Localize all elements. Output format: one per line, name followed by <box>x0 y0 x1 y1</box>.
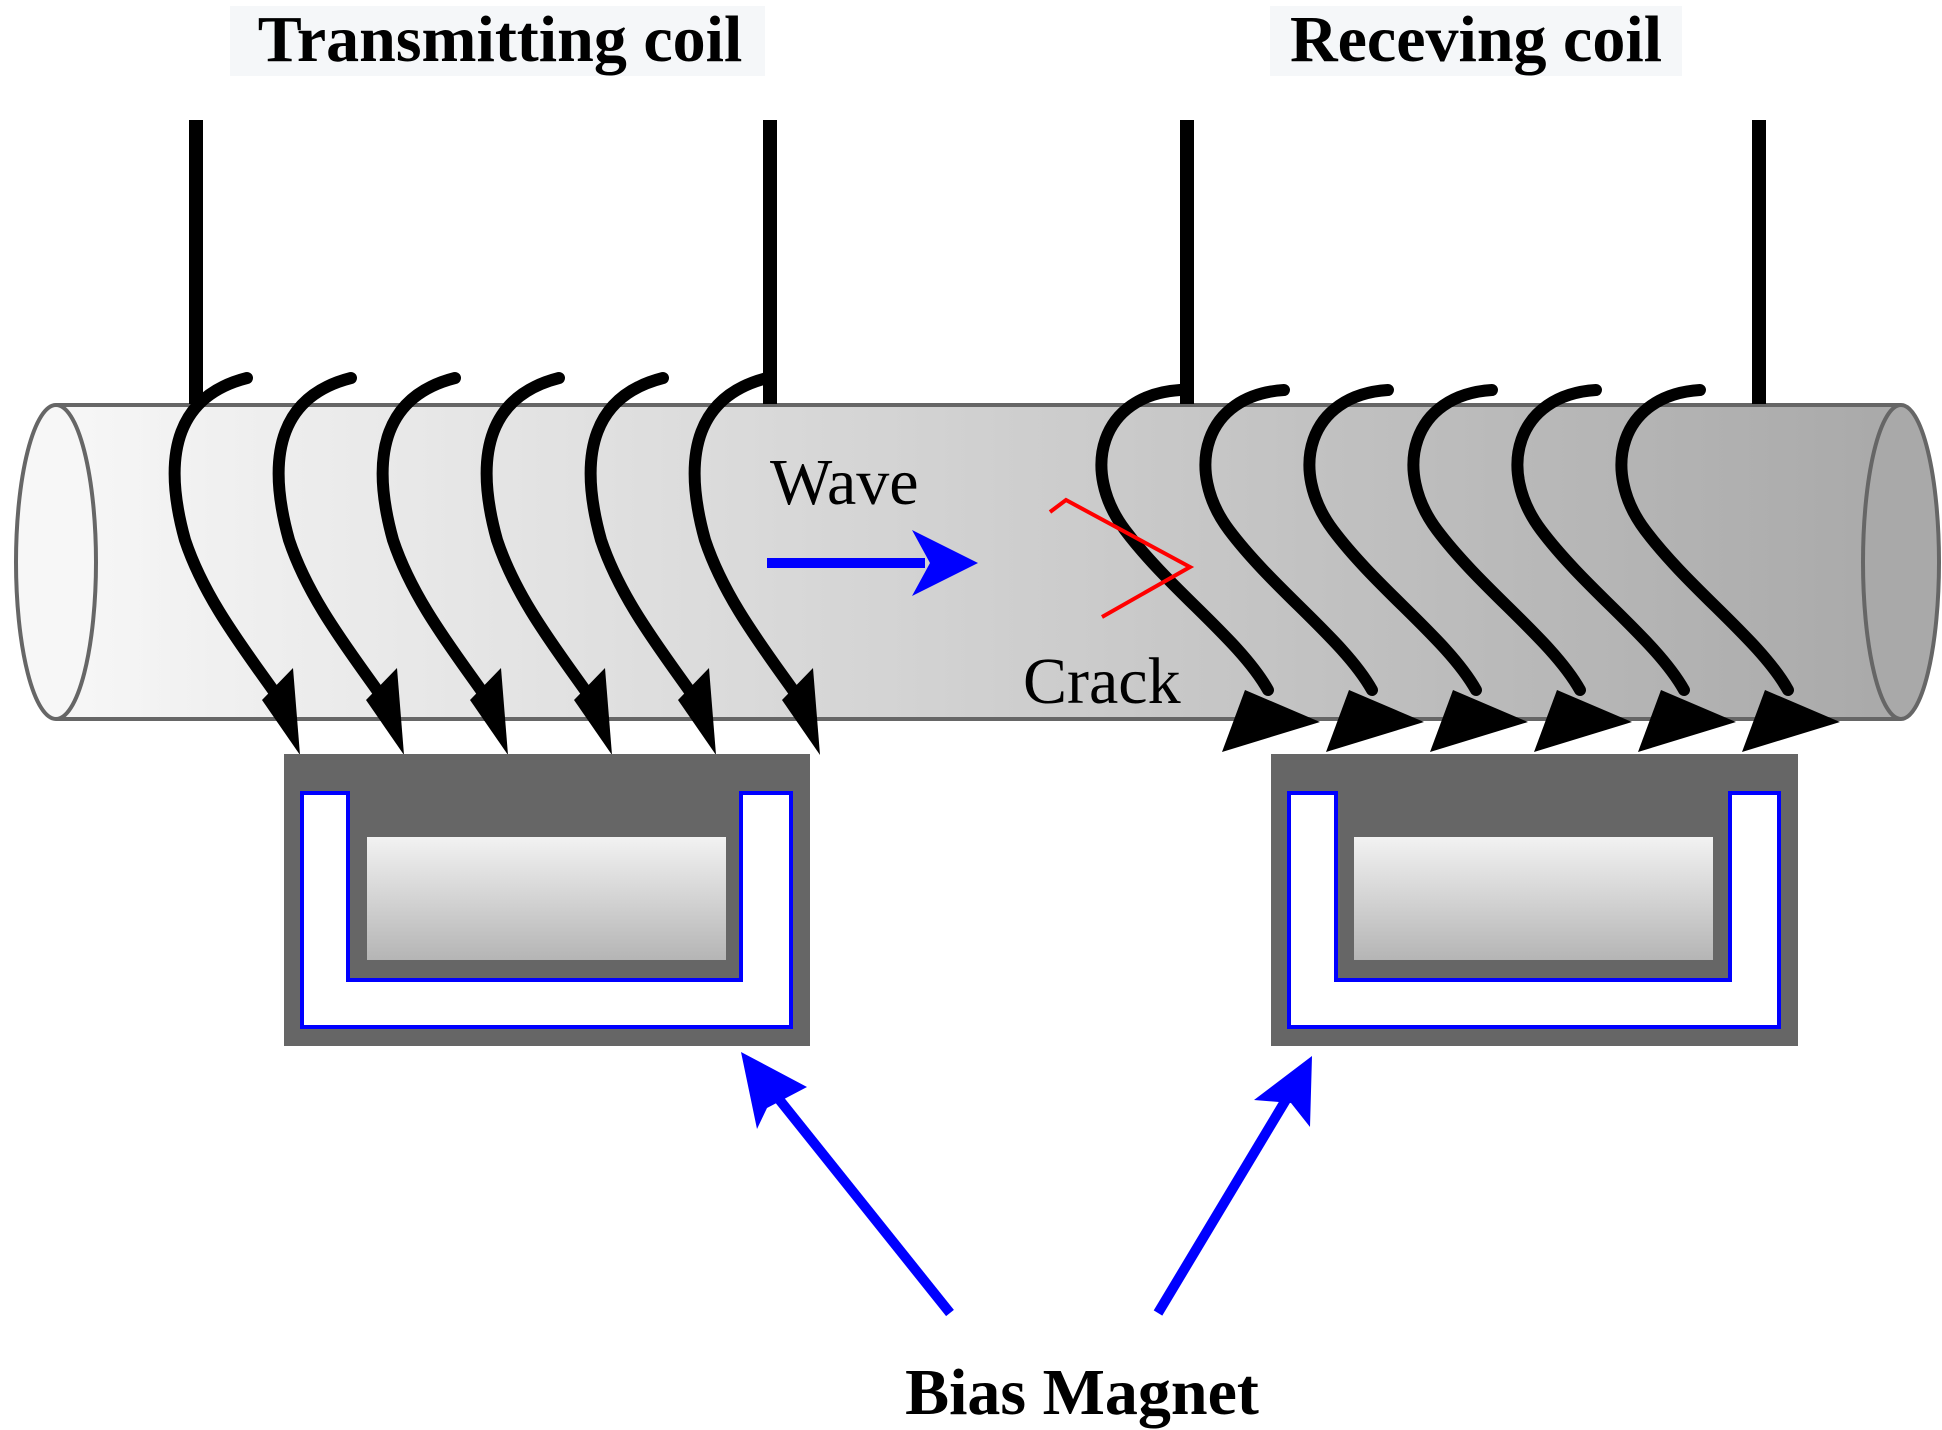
receiving-coil-label: Receving coil <box>1290 3 1662 76</box>
transmitting-coil-turn <box>480 372 612 755</box>
crack-mark <box>1048 497 1195 619</box>
crack-label: Crack <box>1023 645 1181 718</box>
receiving-coil-turn <box>1199 384 1424 752</box>
arrow-head-right <box>1254 1056 1312 1127</box>
bias-magnet-label: Bias Magnet <box>905 1356 1259 1429</box>
receiving-coil-turn <box>1303 384 1528 752</box>
steel-rod <box>14 403 1941 721</box>
receiving-coil-turn <box>1511 384 1736 752</box>
lead-wires <box>189 120 1766 404</box>
bias-magnet-right <box>1271 754 1798 1046</box>
transmitting-coil-turn <box>688 372 820 755</box>
magnet-core-left <box>367 837 726 960</box>
receiving-coil-turn <box>1615 384 1840 752</box>
wave-label: Wave <box>770 446 919 519</box>
transmitting-coil-turn <box>376 372 508 755</box>
magnet-core-right <box>1354 837 1713 960</box>
receiving-coil-label-bg <box>1270 6 1682 76</box>
magnet-pointer-arrows <box>741 1052 1312 1317</box>
transmitting-coil-label: Transmitting coil <box>258 3 743 76</box>
transmitting-coil-turn <box>272 372 404 755</box>
transmitting-coil <box>168 372 820 755</box>
transmitting-coil-label-bg <box>230 6 765 76</box>
receiving-coil-turn <box>1407 384 1632 752</box>
arrow-head-left <box>741 1052 807 1129</box>
wave-arrow <box>767 530 978 596</box>
transmitting-coil-turn <box>584 372 716 755</box>
bias-magnet-left <box>284 754 810 1046</box>
transmitting-coil-turn <box>168 372 300 755</box>
receiving-coil <box>1095 384 1840 752</box>
